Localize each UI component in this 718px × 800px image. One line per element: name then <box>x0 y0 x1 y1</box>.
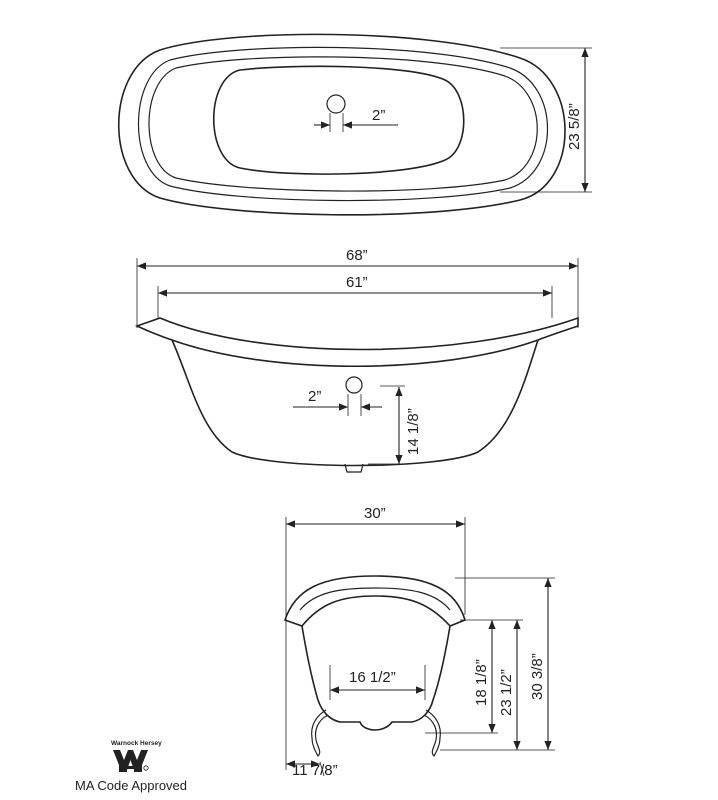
end-view-floor-width-dim: 16 1/2” <box>349 669 396 686</box>
side-view-drain <box>345 376 363 394</box>
end-view-overall-height-dim: 30 3/8” <box>529 653 546 700</box>
top-view: 2” 23 5/8” <box>117 33 592 216</box>
top-view-inner-rim-line <box>148 56 538 192</box>
end-view-rim-height-dim: 23 1/2” <box>498 669 515 716</box>
top-view-drain-dim: 2” <box>372 107 385 124</box>
end-view-foot-left <box>311 709 329 758</box>
warnock-hersey-logo: Warnock Hersey <box>111 740 162 772</box>
top-view-drain <box>326 94 346 114</box>
side-view-rim <box>134 316 579 368</box>
end-view-body <box>301 625 451 731</box>
side-view: 68” 61” 2” 14 1/8” <box>134 247 579 473</box>
certification-name: Warnock Hersey <box>111 740 162 747</box>
top-view-inner-rim <box>137 46 549 202</box>
end-view-inner-depth-dim: 18 1/8” <box>473 659 490 706</box>
end-view: 30” 16 1/2” 11 7/8” 18 1/8” 23 1/2” 30 3… <box>283 505 555 779</box>
end-view-foot-right <box>423 709 441 758</box>
side-view-drain-height-dim: 14 1/8” <box>405 408 422 455</box>
certification-caption: MA Code Approved <box>75 778 188 793</box>
end-view-rim-inner <box>299 587 451 611</box>
end-view-rim <box>283 575 466 627</box>
top-view-outer-rim <box>117 33 566 216</box>
top-view-width-dim: 23 5/8” <box>566 103 583 150</box>
side-view-inner-length-dim: 61” <box>346 274 368 291</box>
side-view-overall-length-dim: 68” <box>346 247 368 264</box>
side-view-drain-foot <box>344 463 364 473</box>
side-view-drain-dim: 2” <box>308 388 321 405</box>
top-view-basin <box>213 65 465 175</box>
end-view-overall-width-dim: 30” <box>364 505 386 522</box>
wh-mark-icon <box>113 750 149 772</box>
side-view-body <box>171 339 539 467</box>
